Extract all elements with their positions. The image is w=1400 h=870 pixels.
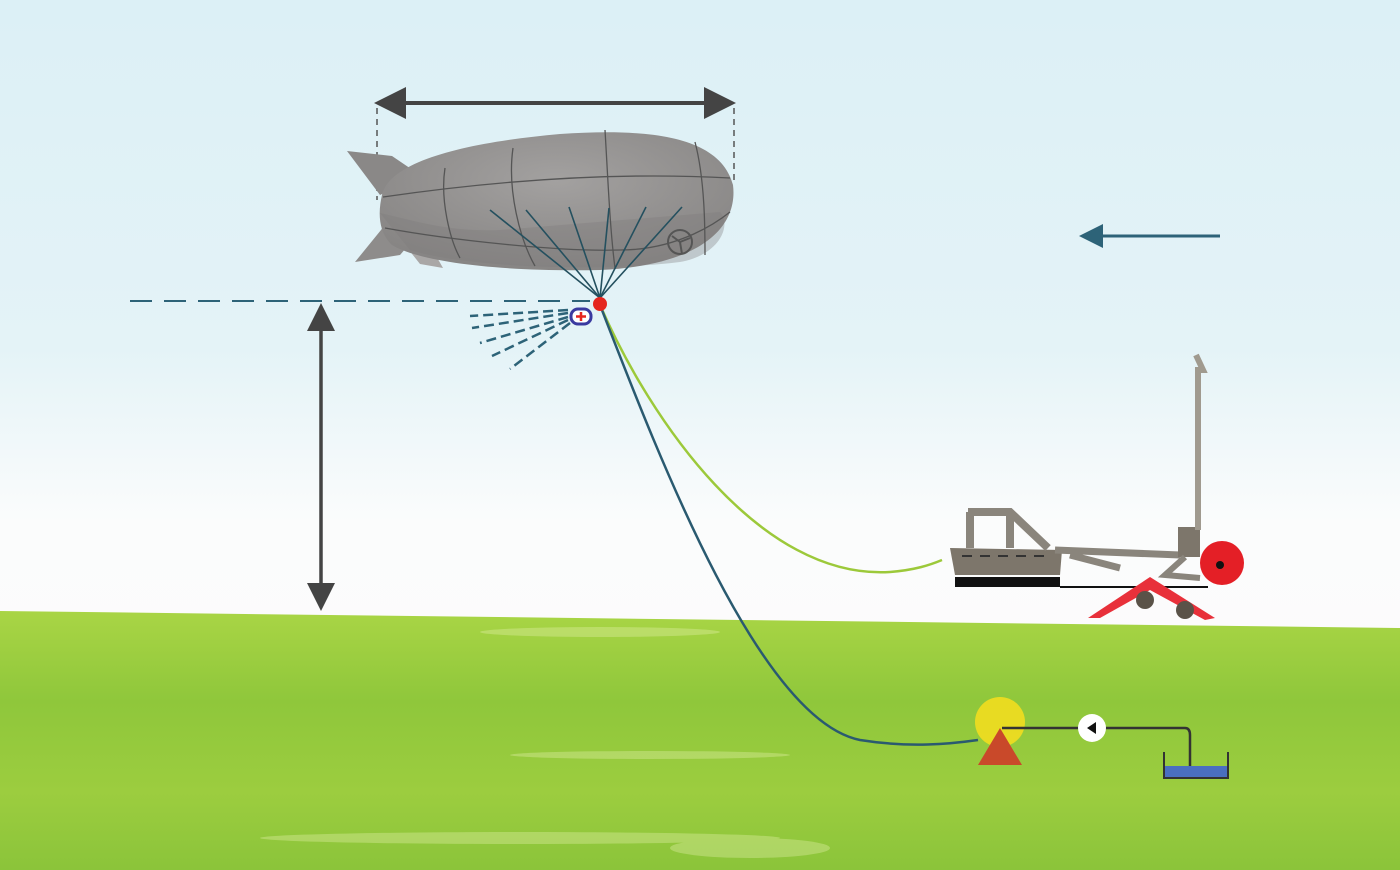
blue-tether bbox=[598, 304, 979, 746]
sensor-icon bbox=[569, 307, 593, 326]
ground-station-icon bbox=[975, 697, 1192, 766]
grass-field bbox=[0, 611, 1400, 870]
vehicle-icon bbox=[950, 353, 1244, 620]
length-dimension-arrow bbox=[374, 87, 736, 200]
spray-icon bbox=[469, 308, 571, 370]
tank-icon bbox=[1163, 752, 1229, 779]
tether-rigging-lines bbox=[489, 206, 683, 299]
pump-icon bbox=[1078, 714, 1106, 742]
green-tether bbox=[598, 304, 943, 574]
grass-texture bbox=[260, 627, 830, 858]
airship-icon bbox=[347, 129, 734, 271]
tether-attachment-point bbox=[593, 297, 607, 311]
